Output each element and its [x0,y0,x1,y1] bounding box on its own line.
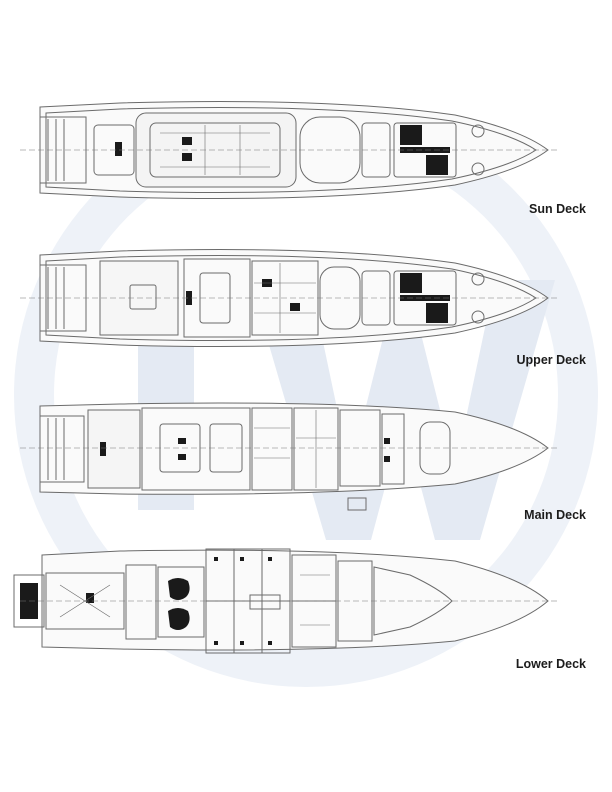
sun-deck-plan [20,101,560,199]
deck-label-upper: Upper Deck [516,353,586,367]
main-deck-plan [20,402,560,511]
upper-deck-plan [20,249,560,347]
deck-label-sun: Sun Deck [529,202,586,216]
lower-deck-section: Lower Deck [0,545,612,680]
lower-deck-plan [13,548,560,654]
main-deck-section: Main Deck [0,398,612,530]
deck-label-main: Main Deck [524,508,586,522]
deck-label-lower: Lower Deck [515,657,586,671]
sun-deck-section: Sun Deck [0,95,612,230]
upper-deck-section: Upper Deck [0,243,612,375]
